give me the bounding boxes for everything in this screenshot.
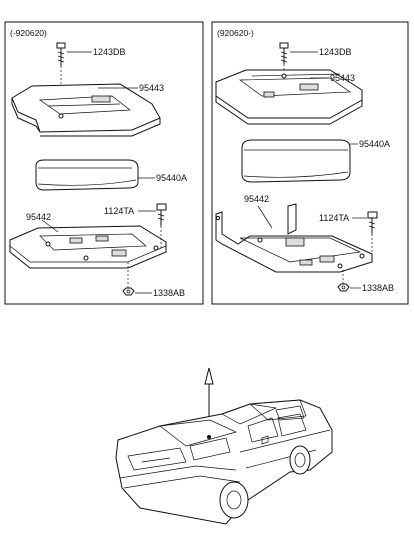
left-label-1243DB: 1243DB: [93, 47, 126, 57]
left-bracket-95442: [9, 225, 167, 269]
left-nut-1338AB: [122, 262, 135, 296]
right-nut-1338AB: [337, 270, 350, 292]
car-locator: [115, 367, 333, 525]
right-unit-95440A: [241, 139, 351, 183]
left-label-95440A: 95440A: [156, 173, 187, 183]
right-label-1124TA: 1124TA: [319, 213, 349, 223]
right-bolt-1124TA: [367, 211, 378, 254]
rear-wheel: [289, 445, 311, 475]
right-panel: (920620-) 1243DB 95443: [211, 21, 409, 305]
right-range-label: (920620-): [217, 28, 254, 38]
left-panel-frame: [4, 21, 204, 305]
left-label-95442: 95442: [26, 212, 51, 222]
left-unit-95440A: [35, 159, 139, 191]
front-wheel: [219, 481, 249, 519]
location-point: [207, 435, 211, 439]
right-panel-frame: [211, 21, 409, 305]
right-bolt-1243DB: [279, 42, 289, 74]
car-windshield: [221, 403, 278, 425]
left-label-1124TA: 1124TA: [104, 206, 134, 216]
right-label-95443: 95443: [330, 73, 355, 83]
left-range-label: (-920620): [10, 28, 47, 38]
right-cover-95443: [215, 69, 363, 125]
left-leader-95442: [41, 219, 59, 233]
left-label-95443: 95443: [139, 83, 164, 93]
right-label-1338AB: 1338AB: [362, 283, 394, 293]
right-label-95442: 95442: [244, 194, 269, 204]
left-bolt-1124TA: [156, 203, 167, 248]
left-label-1338AB: 1338AB: [153, 288, 185, 298]
right-label-1243DB: 1243DB: [319, 47, 352, 57]
left-cover-95443: [11, 83, 161, 137]
location-arrow-head: [204, 367, 214, 385]
right-label-95440A: 95440A: [359, 139, 390, 149]
left-panel: (-920620) 1243DB 95443: [4, 21, 204, 305]
right-leader-95442: [257, 205, 273, 229]
right-bracket-95442: [215, 203, 373, 273]
